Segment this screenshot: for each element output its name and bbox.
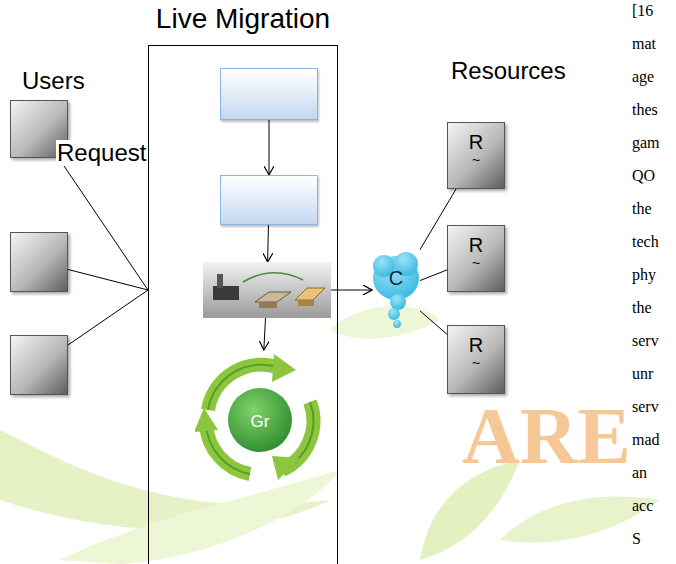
cloud-shape <box>372 248 420 332</box>
host-image-box <box>203 262 331 318</box>
body-text-fragment: the <box>632 200 652 218</box>
node-text-group: R~ <box>448 123 504 188</box>
group-label: Request <box>56 140 147 166</box>
node-text-group: C <box>372 248 420 308</box>
body-text-fragment: serv <box>632 398 659 416</box>
body-text-fragment: [16 <box>632 2 653 20</box>
cloud-node: C <box>372 248 420 332</box>
body-text-fragment: the <box>632 299 652 317</box>
body-text-fragment: mad <box>632 431 660 449</box>
group-label: Resources <box>450 58 567 84</box>
body-text-fragment: QO <box>632 167 655 185</box>
node-text-group <box>221 69 317 119</box>
resource-letter: R <box>469 234 483 256</box>
body-text-fragment: an <box>632 464 647 482</box>
green-cycle: Gr <box>195 350 325 494</box>
body-text-fragment: gam <box>632 134 660 152</box>
panel-title: Live Migration <box>156 4 330 35</box>
resource-subtext: ~ <box>472 153 480 168</box>
node-text-group: Gr <box>195 350 325 494</box>
group-label: Users <box>22 68 85 94</box>
body-text-fragment: unr <box>632 365 653 383</box>
leaf <box>330 306 440 339</box>
connector <box>269 120 270 175</box>
body-text-fragment: thes <box>632 101 658 119</box>
migration-panel: Live MigrationGr <box>148 45 338 564</box>
node-text-group <box>11 233 67 291</box>
body-text-fragment: acc <box>632 497 653 515</box>
connector <box>59 158 148 290</box>
resource-letter: R <box>469 131 483 153</box>
node-text-group <box>204 263 330 317</box>
connector <box>420 270 447 281</box>
node-text-group <box>11 336 67 394</box>
resource-box: R~ <box>447 122 505 189</box>
connector <box>267 225 269 262</box>
cloud-label: C <box>389 267 403 289</box>
watermark: ARE <box>462 392 631 480</box>
process-box <box>220 175 318 225</box>
connector <box>68 269 148 290</box>
node-text-group: R~ <box>448 326 504 393</box>
cycle-label: Gr <box>251 413 270 432</box>
resource-box: R~ <box>447 225 505 292</box>
user-box <box>10 335 68 395</box>
host-illustration <box>203 262 331 318</box>
user-box <box>10 232 68 292</box>
connector <box>420 311 447 334</box>
connector <box>68 290 148 345</box>
body-text-fragment: mat <box>632 35 656 53</box>
leaf-swoosh <box>60 470 340 564</box>
body-text-fragment: age <box>632 68 654 86</box>
resource-letter: R <box>469 334 483 356</box>
resource-subtext: ~ <box>472 256 480 271</box>
node-text-group <box>221 176 317 224</box>
node-text-group: R~ <box>448 226 504 291</box>
body-text-fragment: tech <box>632 233 659 251</box>
body-text-fragment: serv <box>632 332 659 350</box>
connector <box>264 318 266 350</box>
process-box <box>220 68 318 120</box>
body-text-fragment: phy <box>632 266 656 284</box>
resource-subtext: ~ <box>472 356 480 371</box>
node-text-group: Live Migration <box>156 4 330 35</box>
body-text-fragment: S <box>632 530 641 548</box>
resource-box: R~ <box>447 325 505 394</box>
